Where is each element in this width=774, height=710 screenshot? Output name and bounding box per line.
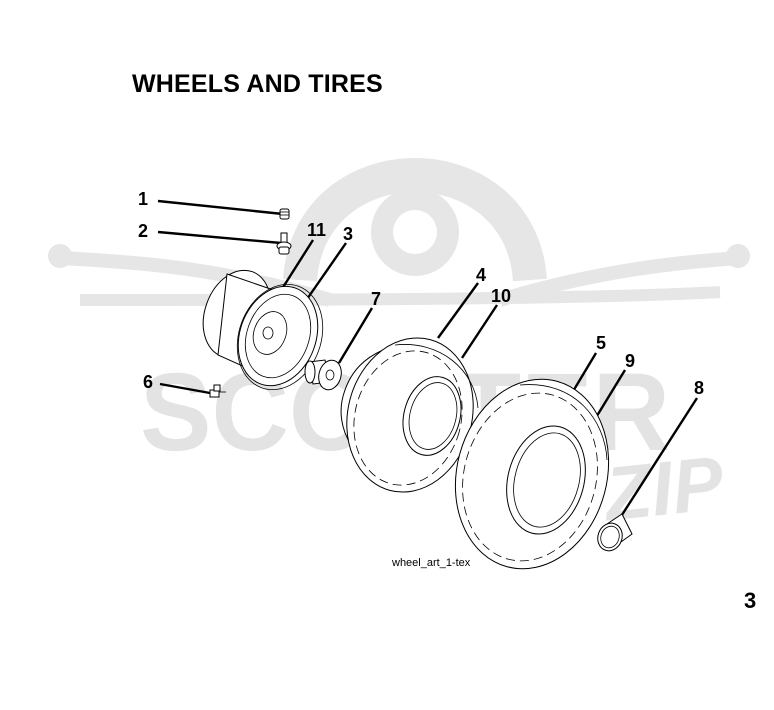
callout-8: 8 <box>694 378 704 398</box>
leader-6 <box>159 382 211 395</box>
valve-stem-part-2 <box>276 232 292 255</box>
leader-11 <box>278 239 315 293</box>
hub-cap-part-8 <box>597 513 633 552</box>
leader-4 <box>437 282 479 339</box>
rear-tire-band-part-9 <box>519 384 608 461</box>
leader-lines <box>157 199 699 519</box>
leader-3 <box>304 242 347 303</box>
callout-2: 2 <box>138 221 148 241</box>
grease-fitting-part-6 <box>209 384 226 398</box>
callout-7: 7 <box>371 289 381 309</box>
front-tire-band-part-10 <box>394 344 479 409</box>
callout-5: 5 <box>596 333 606 353</box>
callout-3: 3 <box>343 224 353 244</box>
rim-part-11 <box>202 269 319 387</box>
callout-10: 10 <box>491 286 511 306</box>
front-tire-part-4 <box>340 337 474 493</box>
watermark-hub-center <box>393 210 437 254</box>
callout-11: 11 <box>307 220 326 240</box>
leader-2 <box>157 230 282 245</box>
callout-1: 1 <box>138 189 148 209</box>
rear-tire-part-5 <box>454 378 610 570</box>
watermark-handlebar-lower <box>79 286 721 306</box>
rim-band-part-3 <box>236 283 324 391</box>
leader-7 <box>337 307 374 364</box>
callout-6: 6 <box>143 372 153 392</box>
leader-10 <box>460 304 499 359</box>
art-id-label: wheel_art_1-tex <box>391 557 471 569</box>
watermark-handlebar-right <box>497 251 741 307</box>
watermark-knob-right <box>726 244 750 268</box>
page-title: WHEELS AND TIRES <box>132 70 383 98</box>
bushing-part-7 <box>304 359 342 391</box>
page-number: 3 <box>744 588 757 613</box>
callout-labels: 1 2 11 3 7 4 10 6 5 9 8 <box>138 189 704 398</box>
leader-1 <box>157 199 284 216</box>
callout-4: 4 <box>476 265 486 285</box>
watermark-knob-left <box>48 244 72 268</box>
valve-cap-part-1 <box>279 208 290 220</box>
callout-9: 9 <box>625 351 635 371</box>
watermark-arc <box>283 158 547 282</box>
leader-8 <box>618 397 699 519</box>
